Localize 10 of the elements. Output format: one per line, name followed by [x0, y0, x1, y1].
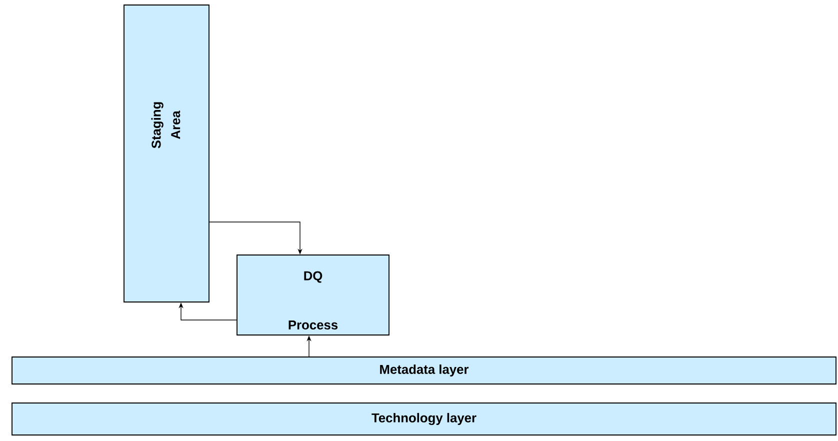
- process-box: [124, 4, 210, 302]
- box-label: Process: [288, 320, 338, 330]
- box-label: Technology layer: [372, 412, 476, 426]
- box-label: DQ: [304, 271, 322, 283]
- box-label: Metadata layer: [380, 364, 469, 376]
- box-label: Area: [171, 110, 180, 139]
- process-box: [236, 254, 390, 336]
- process-box: [12, 402, 836, 436]
- process-box: [12, 356, 836, 384]
- box-label: Staging: [151, 102, 164, 148]
